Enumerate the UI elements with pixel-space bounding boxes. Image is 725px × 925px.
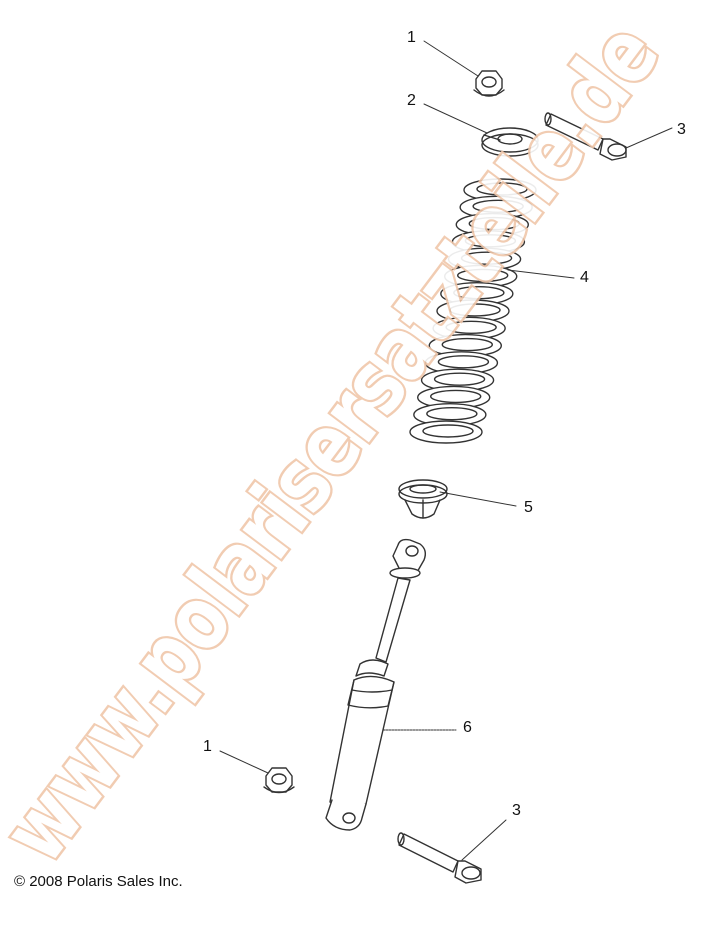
spring-coil-inner bbox=[430, 389, 482, 404]
spring-coil-inner bbox=[472, 199, 524, 213]
spring-coil-inner bbox=[464, 234, 517, 248]
spring-coil-inner bbox=[476, 182, 528, 196]
callout-1-top: 1 bbox=[407, 29, 416, 46]
spring-coil-inner bbox=[453, 286, 505, 300]
callout-6: 6 bbox=[463, 719, 472, 736]
spring-coil-inner bbox=[445, 320, 497, 334]
callout-3-top: 3 bbox=[677, 121, 686, 138]
spring-coil-inner bbox=[449, 303, 501, 317]
spring-coil-inner bbox=[441, 337, 493, 352]
coil-spring bbox=[409, 178, 537, 444]
spring-coil-inner bbox=[422, 424, 474, 438]
leader-5 bbox=[439, 491, 517, 507]
leader-1-bottom bbox=[219, 750, 269, 774]
leader-3-bottom bbox=[461, 819, 507, 861]
leader-1-top bbox=[423, 40, 479, 77]
spring-coil-inner bbox=[457, 268, 509, 283]
spring-coil bbox=[409, 420, 483, 444]
leader-4 bbox=[507, 269, 575, 279]
callout-2: 2 bbox=[407, 92, 416, 109]
spring-coil-inner bbox=[433, 372, 486, 386]
callout-3-bottom: 3 bbox=[512, 802, 521, 819]
bolt-top bbox=[544, 112, 627, 161]
callout-4: 4 bbox=[580, 269, 589, 286]
flange-nut-top bbox=[473, 70, 505, 97]
spring-seat-lower bbox=[398, 479, 448, 519]
spring-retainer-top bbox=[481, 127, 539, 157]
spring-coil-inner bbox=[426, 407, 478, 421]
leader-3-top bbox=[625, 127, 673, 149]
leader-2 bbox=[423, 103, 488, 134]
flange-nut-bottom bbox=[263, 767, 295, 794]
shock-absorber bbox=[325, 538, 427, 831]
bolt-bottom bbox=[397, 832, 482, 884]
spring-coil-inner bbox=[460, 251, 513, 265]
copyright-notice: © 2008 Polaris Sales Inc. bbox=[14, 873, 183, 890]
callout-5: 5 bbox=[524, 499, 533, 516]
callout-1-bottom: 1 bbox=[203, 738, 212, 755]
spring-coil-inner bbox=[468, 216, 520, 231]
spring-coil-inner bbox=[437, 355, 490, 369]
